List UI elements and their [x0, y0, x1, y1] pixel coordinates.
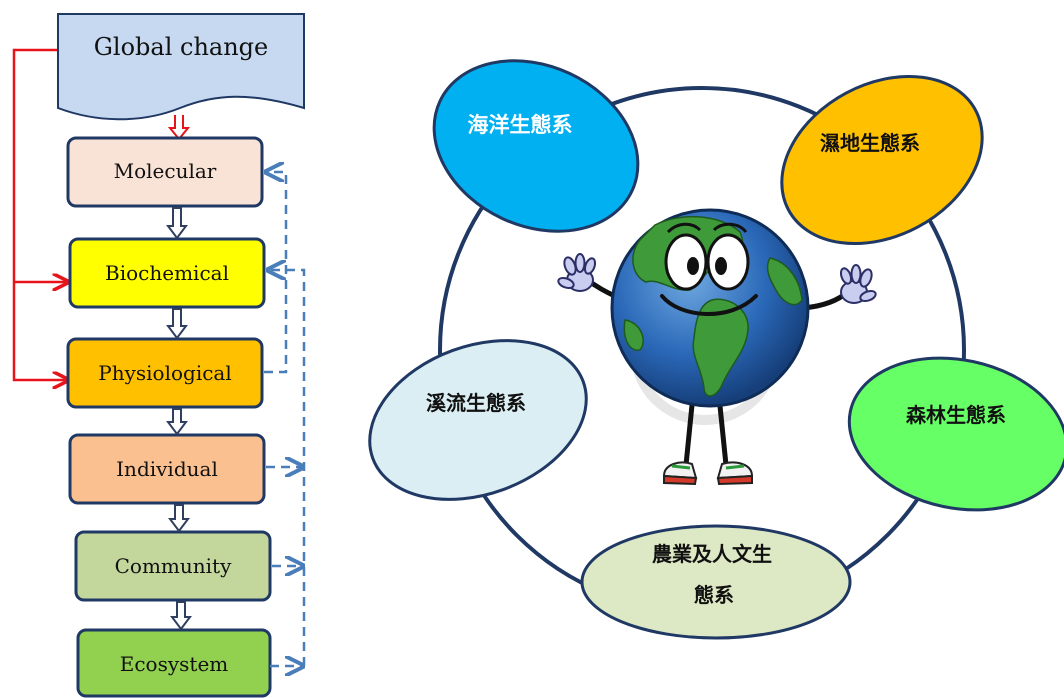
level-label: Community [115, 554, 232, 578]
ecosystem-agriculture: 農業及人文生 態系 [580, 524, 852, 640]
earth-mascot-icon [557, 208, 877, 486]
global-change-label: Global change [94, 33, 269, 61]
down-arrow-icon [168, 504, 190, 533]
feedback-arrows [264, 172, 306, 666]
level-ecosystem: Ecosystem [76, 628, 272, 698]
down-arrow-icon [166, 308, 188, 340]
down-arrow-icon [166, 207, 188, 240]
ecosystem-stream: 溪流生態系 [368, 339, 588, 501]
down-arrow-icon [170, 601, 192, 631]
ecosystem-label-line1: 農業及人文生 [652, 542, 772, 566]
ecosystem-label: 海洋生態系 [468, 113, 573, 137]
left-glove-icon [557, 253, 597, 292]
level-physiological: Physiological [66, 337, 264, 409]
ecosystem-ocean: 海洋生態系 [432, 59, 640, 233]
ecosystem-wetland: 濕地生態系 [780, 74, 984, 246]
global-change-node: Global change [57, 13, 305, 121]
down-arrow-icon [166, 408, 188, 436]
down-arrow-icon [167, 115, 191, 141]
shoes-icon [662, 461, 754, 486]
level-label: Individual [116, 457, 218, 481]
flow-arrows [166, 207, 192, 631]
smile-icon [660, 294, 758, 316]
level-label: Biochemical [105, 261, 229, 285]
level-molecular: Molecular [66, 136, 264, 208]
ecosystem-forest: 森林生態系 [847, 356, 1064, 512]
level-label: Physiological [98, 361, 232, 385]
level-individual: Individual [68, 433, 266, 505]
ecosystem-label: 溪流生態系 [426, 391, 526, 415]
ecosystem-ring-diagram: 海洋生態系 濕地生態系 森林生態系 農業及人文生 態系 溪流生態系 [368, 59, 1064, 640]
right-glove-icon [839, 264, 877, 304]
level-label: Molecular [114, 159, 217, 183]
ecosystem-label-line2: 態系 [694, 583, 734, 607]
level-biochemical: Biochemical [68, 237, 266, 309]
eyes-icon [664, 222, 750, 291]
level-label: Ecosystem [120, 652, 229, 676]
ecosystem-label: 森林生態系 [906, 403, 1006, 427]
ecosystem-label: 濕地生態系 [820, 131, 920, 155]
flowchart: Global change Molecular Biochemical Phys… [12, 13, 306, 698]
level-community: Community [74, 530, 272, 602]
driver-arrows [12, 48, 191, 380]
